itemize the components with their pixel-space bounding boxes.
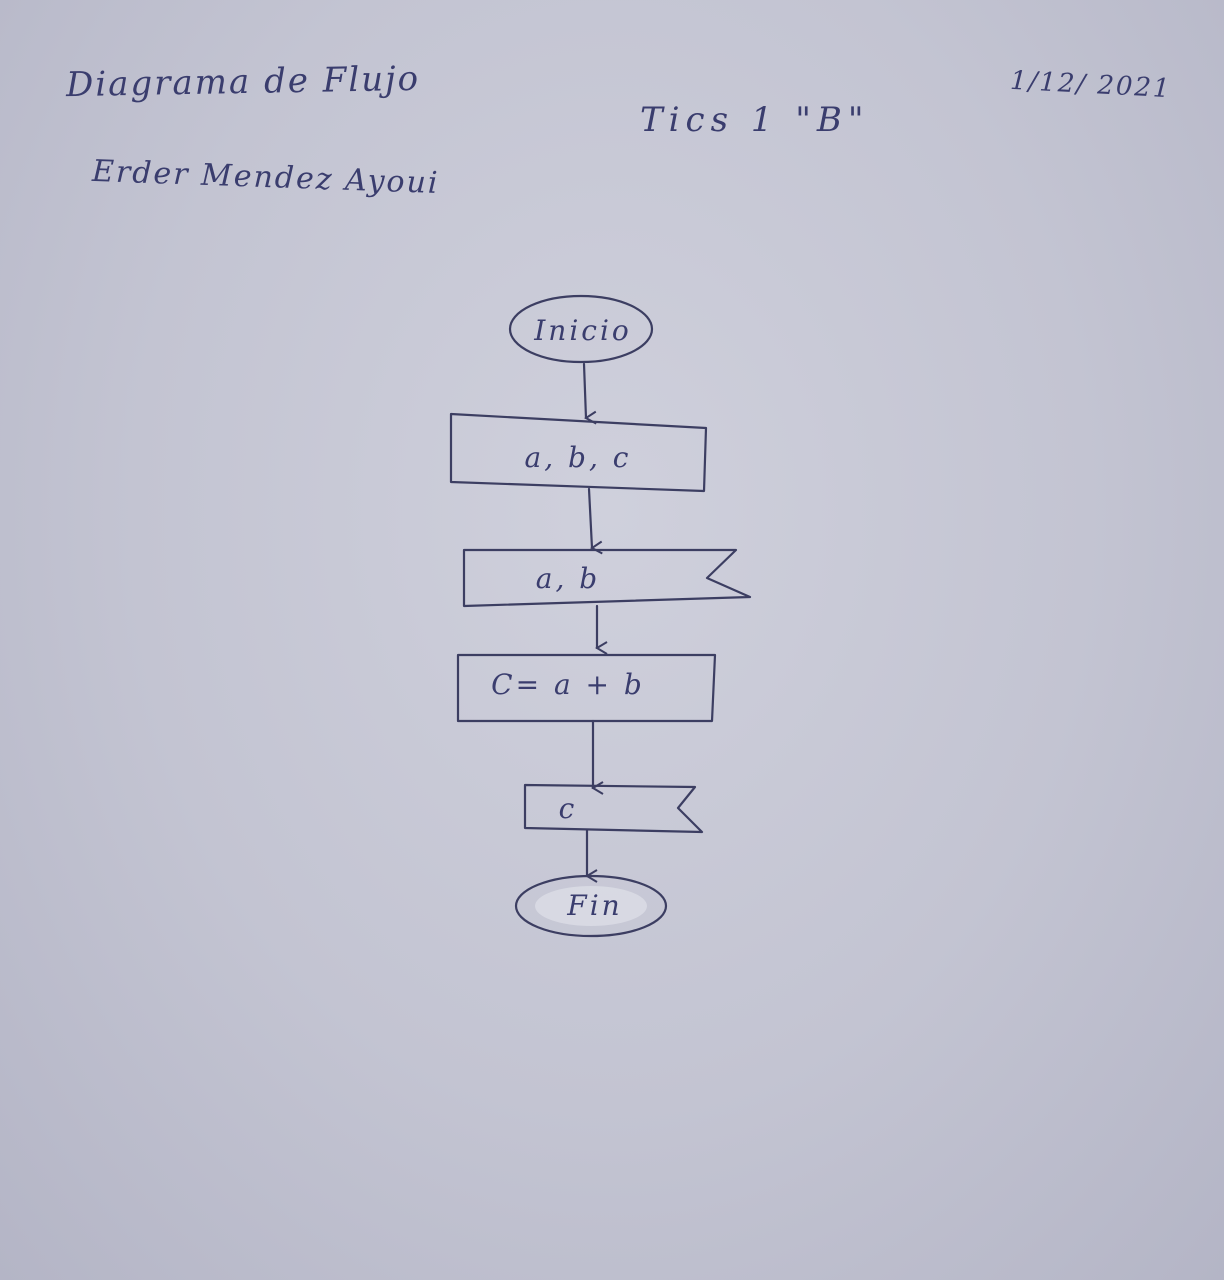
- node-end: Fin: [514, 874, 668, 938]
- node-compute: C= a + b: [456, 653, 717, 723]
- input-banner-shape: [462, 548, 752, 608]
- node-output: c: [523, 783, 704, 834]
- end-label: Fin: [566, 889, 622, 922]
- end-terminator-shape: [514, 874, 668, 938]
- course-label: Tics 1 "B": [640, 100, 870, 140]
- start-terminator-shape: [508, 294, 654, 364]
- node-start: Inicio: [508, 294, 654, 364]
- output-label: c: [559, 792, 578, 825]
- node-declare: a, b, c: [449, 412, 708, 493]
- declare-label: a, b, c: [525, 441, 632, 474]
- edge-declare-input: [587, 487, 603, 555]
- declare-process-shape: [449, 412, 708, 493]
- end-highlight: [535, 886, 647, 926]
- start-label: Inicio: [533, 314, 632, 347]
- node-input: a, b: [462, 548, 752, 608]
- output-banner-shape: [523, 783, 704, 834]
- edge-start-declare: [582, 362, 597, 425]
- compute-process-shape: [456, 653, 717, 723]
- input-label: a, b: [536, 562, 600, 595]
- compute-label: C= a + b: [491, 668, 645, 701]
